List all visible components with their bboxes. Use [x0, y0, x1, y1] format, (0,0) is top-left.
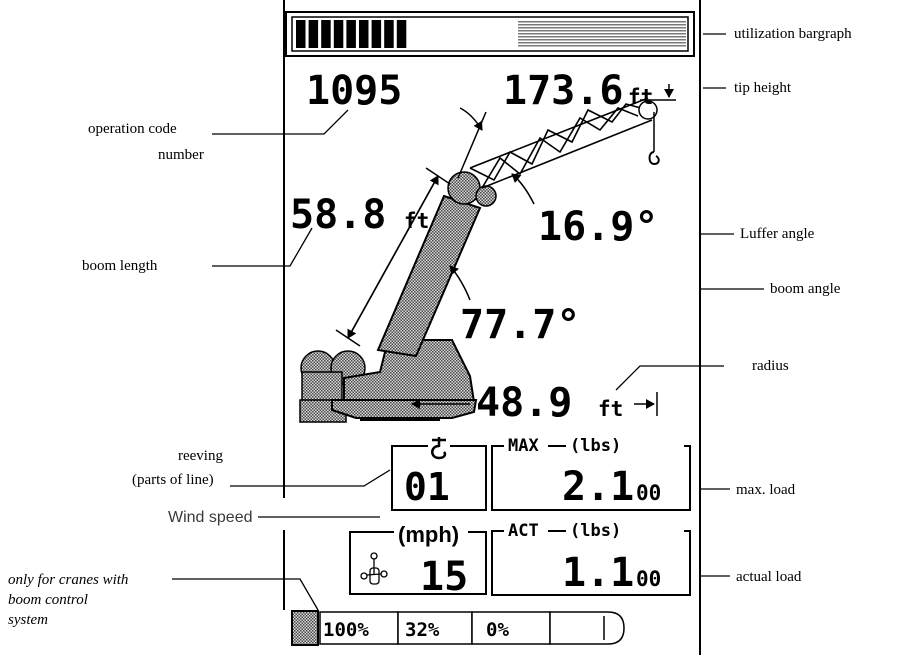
label-boom-angle: boom angle: [770, 281, 841, 297]
tip-height-value: 173.6: [503, 68, 623, 114]
label-actual-load: actual load: [736, 569, 802, 585]
tip-height-unit: ft: [628, 85, 653, 109]
utilization-segment: [384, 20, 394, 48]
main-boom: [376, 194, 482, 358]
wind-speed-value: 15: [420, 554, 468, 600]
max-load-panel: MAX (lbs) 2.1 00: [491, 436, 691, 511]
boom-control-value-3: 0%: [486, 619, 509, 641]
utilization-segment: [371, 20, 382, 48]
label-operation-code-2: number: [158, 147, 204, 163]
boom-control-bar: 100% 32% 0%: [291, 610, 625, 646]
wind-panel: (mph) 15: [349, 522, 487, 600]
utilization-segment: [396, 20, 407, 48]
operation-code-number: 1095: [306, 68, 402, 114]
crawler-base: [331, 399, 478, 419]
label-luffer-angle: Luffer angle: [740, 226, 815, 242]
boom-length-unit: ft: [404, 209, 429, 233]
boom-angle-value: 77.7°: [460, 302, 580, 348]
label-reeving: reeving: [178, 448, 223, 464]
max-load-header: MAX: [508, 436, 539, 456]
jib-sheave: [638, 100, 658, 120]
boom-tip-icon: [549, 611, 625, 645]
actual-load-unit: (lbs): [570, 521, 621, 541]
anemometer-icon: [360, 552, 388, 585]
label-max-load: max. load: [736, 482, 796, 498]
radius-unit: ft: [598, 397, 623, 421]
actual-load-value: 1.1: [562, 550, 634, 596]
hook-icon: [648, 151, 660, 166]
label-operation-code: operation code: [88, 121, 177, 137]
max-load-small-digits: 00: [636, 481, 661, 505]
utilization-segment: [321, 20, 331, 48]
label-reeving-2: (parts of line): [132, 472, 214, 488]
actual-load-small-digits: 00: [636, 567, 661, 591]
jib-axis-reference: [457, 111, 487, 179]
boom-angle-arc: [449, 265, 471, 301]
reeving-panel: 01: [391, 437, 487, 511]
utilization-segment: [346, 20, 356, 48]
label-boom-control-1: only for cranes with: [8, 572, 128, 588]
wind-unit: (mph): [398, 522, 459, 547]
max-load-value: 2.1: [562, 464, 634, 510]
utilization-segment: [333, 20, 344, 48]
luffer-jib: [469, 97, 653, 189]
utilization-reserve: [518, 20, 686, 48]
luffer-angle-arc: [459, 107, 483, 131]
reeving-value: 01: [404, 465, 450, 509]
label-tip-height: tip height: [734, 80, 792, 96]
label-wind-speed: Wind speed: [168, 509, 253, 526]
utilization-segment: [359, 20, 369, 48]
utilization-segment: [296, 20, 306, 48]
boom-head: [447, 171, 481, 205]
utilization-bargraph: [285, 11, 695, 57]
annotation-leaders: [172, 33, 764, 611]
actual-load-panel: ACT (lbs) 1.1 00: [491, 521, 691, 596]
utilization-segment: [308, 20, 319, 48]
max-load-unit: (lbs): [570, 436, 621, 456]
actual-load-header: ACT: [508, 521, 539, 541]
label-boom-length: boom length: [82, 258, 158, 274]
label-boom-control-2: boom control: [8, 592, 88, 608]
label-utilization-bargraph: utilization bargraph: [734, 26, 852, 42]
boom-length-value: 58.8: [290, 192, 386, 238]
boom-control-value-2: 32%: [405, 619, 440, 641]
label-boom-control-3: system: [8, 612, 48, 628]
dimension-lines: [335, 84, 674, 416]
label-radius: radius: [752, 358, 789, 374]
boom-control-value-1: 100%: [323, 619, 369, 641]
luffer-angle-value: 16.9°: [538, 204, 658, 250]
crane-illustration: [299, 97, 676, 423]
radius-value: 48.9: [476, 380, 572, 426]
boom-control-indicator: [291, 610, 319, 646]
hook-icon: [431, 437, 447, 460]
